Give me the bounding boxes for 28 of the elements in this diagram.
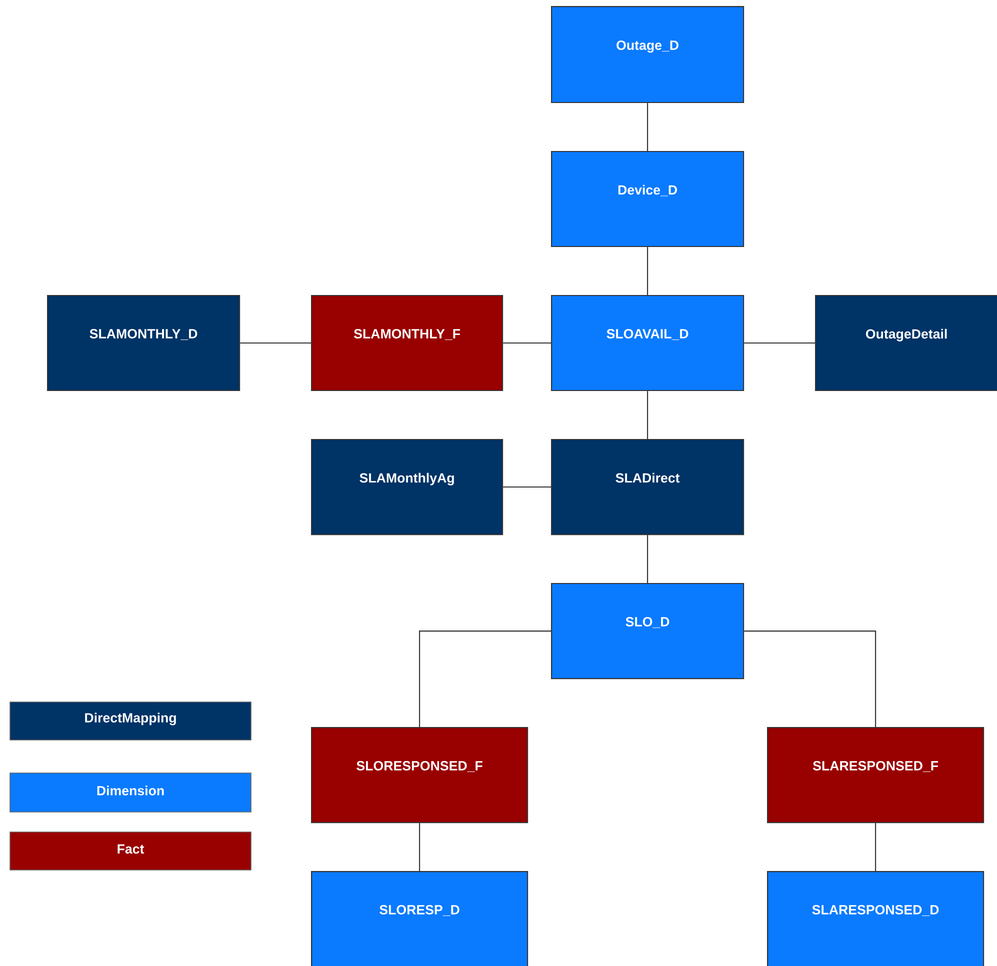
connector-line [240, 342, 311, 344]
connector-line [647, 247, 648, 295]
connector-line [503, 486, 551, 488]
table-box: SLOAVAIL_D [551, 295, 744, 392]
table-box: SLO_D [551, 583, 744, 680]
legend-item: DirectMapping [10, 702, 252, 740]
connector-line [647, 535, 648, 583]
table-box: SLORESPONSED_F [311, 727, 528, 824]
table-box: SLADirect [551, 439, 744, 536]
connector-line [647, 391, 648, 439]
table-box: SLAMONTHLY_F [311, 295, 504, 392]
connector-line [744, 630, 876, 727]
table-box: SLAMONTHLY_D [47, 295, 240, 392]
connector-line [503, 342, 551, 344]
connector-line [647, 103, 648, 151]
table-box: SLARESPONSED_F [767, 727, 984, 824]
table-box: OutageDetail [815, 295, 997, 392]
legend-item: Fact [10, 832, 252, 870]
table-box: SLORESP_D [311, 871, 528, 966]
table-box: Device_D [551, 151, 744, 248]
connector-line [419, 823, 420, 871]
table-box: SLAMonthlyAg [311, 439, 504, 536]
connector-line [419, 630, 551, 727]
connector-line [875, 823, 876, 871]
legend-item: Dimension [10, 772, 252, 812]
table-box: Outage_D [551, 6, 744, 104]
connector-line [744, 342, 815, 344]
table-box: SLARESPONSED_D [767, 871, 984, 966]
